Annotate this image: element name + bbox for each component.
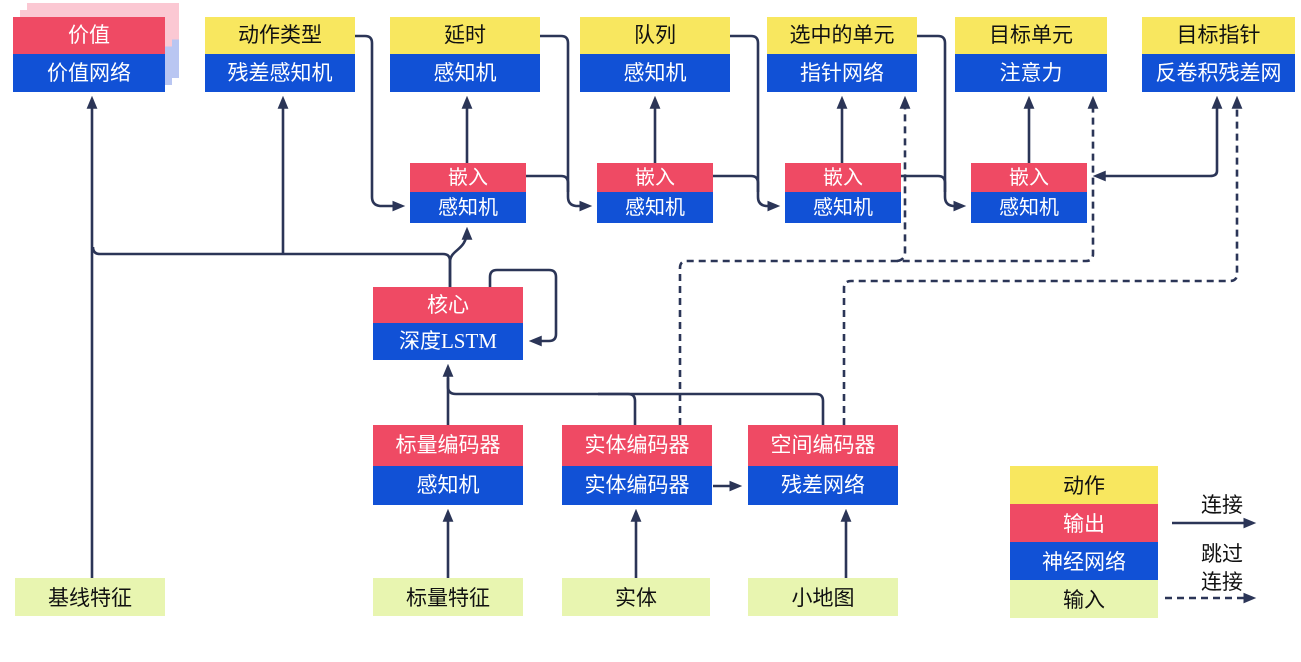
input-entities: 实体 xyxy=(562,578,710,616)
spatial-encoder-label: 空间编码器 xyxy=(748,425,898,466)
legend-action-row: 动作 xyxy=(1010,466,1158,504)
node-embed-1: 嵌入 感知机 xyxy=(410,163,526,223)
target-unit-label: 目标单元 xyxy=(955,17,1107,54)
connector-core-to-embed1 xyxy=(448,226,473,287)
connector-to-embed4-right xyxy=(1092,170,1219,182)
node-embed-3: 嵌入 感知机 xyxy=(785,163,901,223)
node-selected-units: 选中的单元 指针网络 xyxy=(767,17,917,92)
input-scalar-features: 标量特征 xyxy=(373,578,523,616)
node-entity-encoder: 实体编码器 实体编码器 xyxy=(562,425,712,505)
node-scalar-encoder: 标量编码器 感知机 xyxy=(373,425,523,505)
embed-4-network-label: 感知机 xyxy=(971,192,1087,223)
scalar-encoder-label: 标量编码器 xyxy=(373,425,523,466)
connector-queue-to-embed3 xyxy=(730,34,781,212)
node-embed-4: 嵌入 感知机 xyxy=(971,163,1087,223)
connector-entity-encoder-collector xyxy=(598,392,637,425)
connector-delay-to-embed2 xyxy=(540,34,593,212)
embed-2-label: 嵌入 xyxy=(597,163,713,192)
node-spatial-encoder: 空间编码器 残差网络 xyxy=(748,425,898,505)
spatial-encoder-network-label: 残差网络 xyxy=(748,466,898,505)
scalar-encoder-network-label: 感知机 xyxy=(373,466,523,505)
embed-4-label: 嵌入 xyxy=(971,163,1087,192)
connector-embed1-right-merge xyxy=(526,174,570,192)
core-label: 核心 xyxy=(373,287,523,323)
queue-network-label: 感知机 xyxy=(580,54,730,92)
node-target-point: 目标指针 反卷积残差网 xyxy=(1142,17,1295,92)
core-network-label: 深度LSTM xyxy=(373,323,523,360)
delay-label: 延时 xyxy=(390,17,540,54)
value-output-label: 价值 xyxy=(13,17,165,54)
node-target-unit: 目标单元 注意力 xyxy=(955,17,1107,92)
legend-skip-label-line1: 跳过 xyxy=(1201,542,1243,566)
embed-3-label: 嵌入 xyxy=(785,163,901,192)
node-value: 价值 价值网络 xyxy=(13,3,179,92)
legend-solid-arrow-label: 连接 xyxy=(1201,493,1243,517)
action-type-label: 动作类型 xyxy=(205,17,355,54)
entity-encoder-label: 实体编码器 xyxy=(562,425,712,466)
connector-embed3-right-merge xyxy=(901,174,947,192)
selected-units-network-label: 指针网络 xyxy=(767,54,917,92)
connector-spatial-encoder-collector xyxy=(446,378,825,425)
connector-embed2-right-merge xyxy=(713,174,760,192)
node-embed-2: 嵌入 感知机 xyxy=(597,163,713,223)
connector-action-type-to-embed1 xyxy=(355,34,406,212)
connector-core-trunk-left xyxy=(91,246,452,287)
legend: 动作 输出 神经网络 输入 xyxy=(1010,466,1158,618)
skip-branch-to-selected-units xyxy=(896,95,911,263)
legend-output-row: 输出 xyxy=(1010,504,1158,542)
delay-network-label: 感知机 xyxy=(390,54,540,92)
skip-spatial-encoder-to-target-point xyxy=(842,95,1243,425)
input-minimap: 小地图 xyxy=(748,578,898,616)
legend-network-row: 神经网络 xyxy=(1010,542,1158,580)
embed-3-network-label: 感知机 xyxy=(785,192,901,223)
target-point-label: 目标指针 xyxy=(1142,17,1295,54)
node-action-type: 动作类型 残差感知机 xyxy=(205,17,355,92)
legend-input-row: 输入 xyxy=(1010,580,1158,618)
selected-units-label: 选中的单元 xyxy=(767,17,917,54)
value-network-label: 价值网络 xyxy=(13,54,165,92)
connector-selected-units-to-embed4 xyxy=(917,34,967,212)
target-unit-network-label: 注意力 xyxy=(955,54,1107,92)
legend-skip-label-line2: 连接 xyxy=(1201,570,1243,594)
queue-label: 队列 xyxy=(580,17,730,54)
skip-entity-encoder-to-target-unit xyxy=(678,95,1099,425)
action-type-network-label: 残差感知机 xyxy=(205,54,355,92)
connector-core-self-loop xyxy=(488,268,558,347)
input-baseline-features: 基线特征 xyxy=(15,578,165,616)
embed-1-network-label: 感知机 xyxy=(410,192,526,223)
target-point-network-label: 反卷积残差网 xyxy=(1142,54,1295,92)
node-core: 核心 深度LSTM xyxy=(373,287,523,360)
entity-encoder-network-label: 实体编码器 xyxy=(562,466,712,505)
node-delay: 延时 感知机 xyxy=(390,17,540,92)
embed-2-network-label: 感知机 xyxy=(597,192,713,223)
embed-1-label: 嵌入 xyxy=(410,163,526,192)
node-queue: 队列 感知机 xyxy=(580,17,730,92)
